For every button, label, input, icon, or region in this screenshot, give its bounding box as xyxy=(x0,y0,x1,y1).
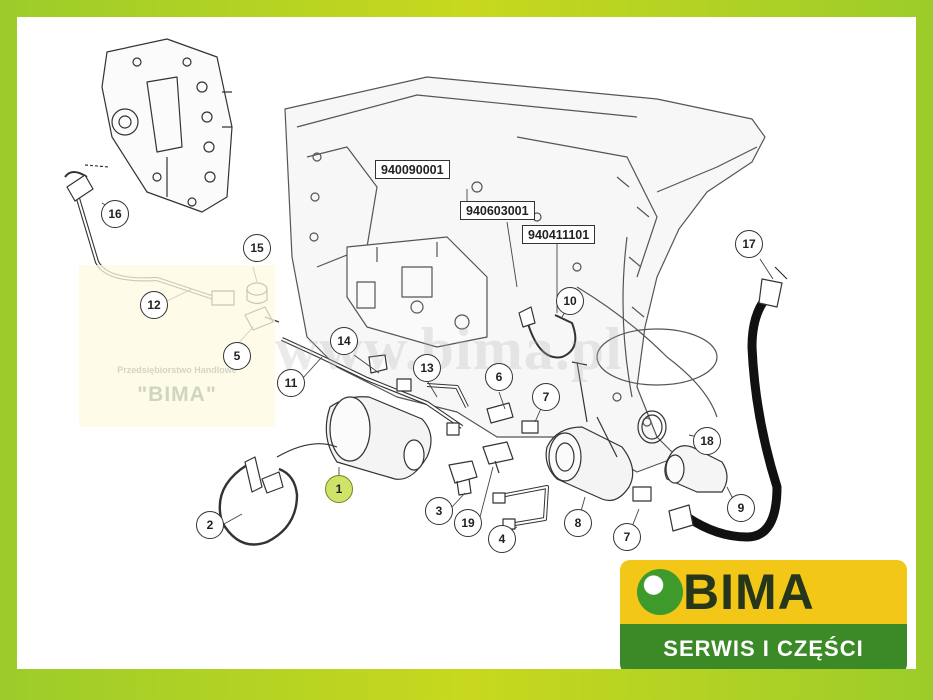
clamp-10-drawing xyxy=(518,306,577,359)
callout-10[interactable]: 10 xyxy=(556,287,584,315)
clamp-2-drawing xyxy=(218,456,299,546)
watermark-firm-text: Przedsiębiorstwo Handlowe xyxy=(117,365,237,375)
callout-5[interactable]: 5 xyxy=(223,342,251,370)
hose-17-drawing xyxy=(668,266,788,542)
callout-7a[interactable]: 7 xyxy=(532,383,560,411)
bima-logo-badge: BIMA SERWIS I CZĘŚCI xyxy=(620,560,907,669)
callout-6[interactable]: 6 xyxy=(485,363,513,391)
callout-4[interactable]: 4 xyxy=(488,525,516,553)
callout-3[interactable]: 3 xyxy=(425,497,453,525)
callout-15[interactable]: 15 xyxy=(243,234,271,262)
callout-1[interactable]: 1 xyxy=(325,475,353,503)
filter-8-drawing xyxy=(545,361,652,502)
filter-element-9-drawing xyxy=(637,410,728,493)
callout-17[interactable]: 17 xyxy=(735,230,763,258)
callout-16[interactable]: 16 xyxy=(101,200,129,228)
callout-7b[interactable]: 7 xyxy=(613,523,641,551)
fittings-3-19-6-4-drawing xyxy=(448,402,549,530)
partno-940411101[interactable]: 940411101 xyxy=(522,225,596,244)
callout-2[interactable]: 2 xyxy=(196,511,224,539)
callout-13[interactable]: 13 xyxy=(413,354,441,382)
callout-18[interactable]: 18 xyxy=(693,427,721,455)
callout-11[interactable]: 11 xyxy=(277,369,305,397)
callout-14[interactable]: 14 xyxy=(330,327,358,355)
logo-tagline: SERWIS I CZĘŚCI xyxy=(663,636,864,661)
logo-top-band: BIMA xyxy=(620,560,907,624)
watermark-firm-name: "BIMA" xyxy=(137,383,217,406)
callout-8[interactable]: 8 xyxy=(564,509,592,537)
partno-940603001[interactable]: 940603001 xyxy=(460,201,535,220)
partno-940090001[interactable]: 940090001 xyxy=(375,160,450,179)
logo-bottom-band: SERWIS I CZĘŚCI xyxy=(620,624,907,669)
valve-body-drawing xyxy=(101,38,233,213)
callout-9[interactable]: 9 xyxy=(727,494,755,522)
logo-ball-icon xyxy=(637,569,683,615)
callout-19[interactable]: 19 xyxy=(454,509,482,537)
callout-12[interactable]: 12 xyxy=(140,291,168,319)
diagram-canvas: Przedsiębiorstwo Handlowe "BIMA" www.bim… xyxy=(17,17,916,669)
filter-1-drawing xyxy=(276,396,432,480)
watermark-url: www.bima.pl xyxy=(275,316,623,382)
logo-wordmark: BIMA xyxy=(683,564,815,620)
